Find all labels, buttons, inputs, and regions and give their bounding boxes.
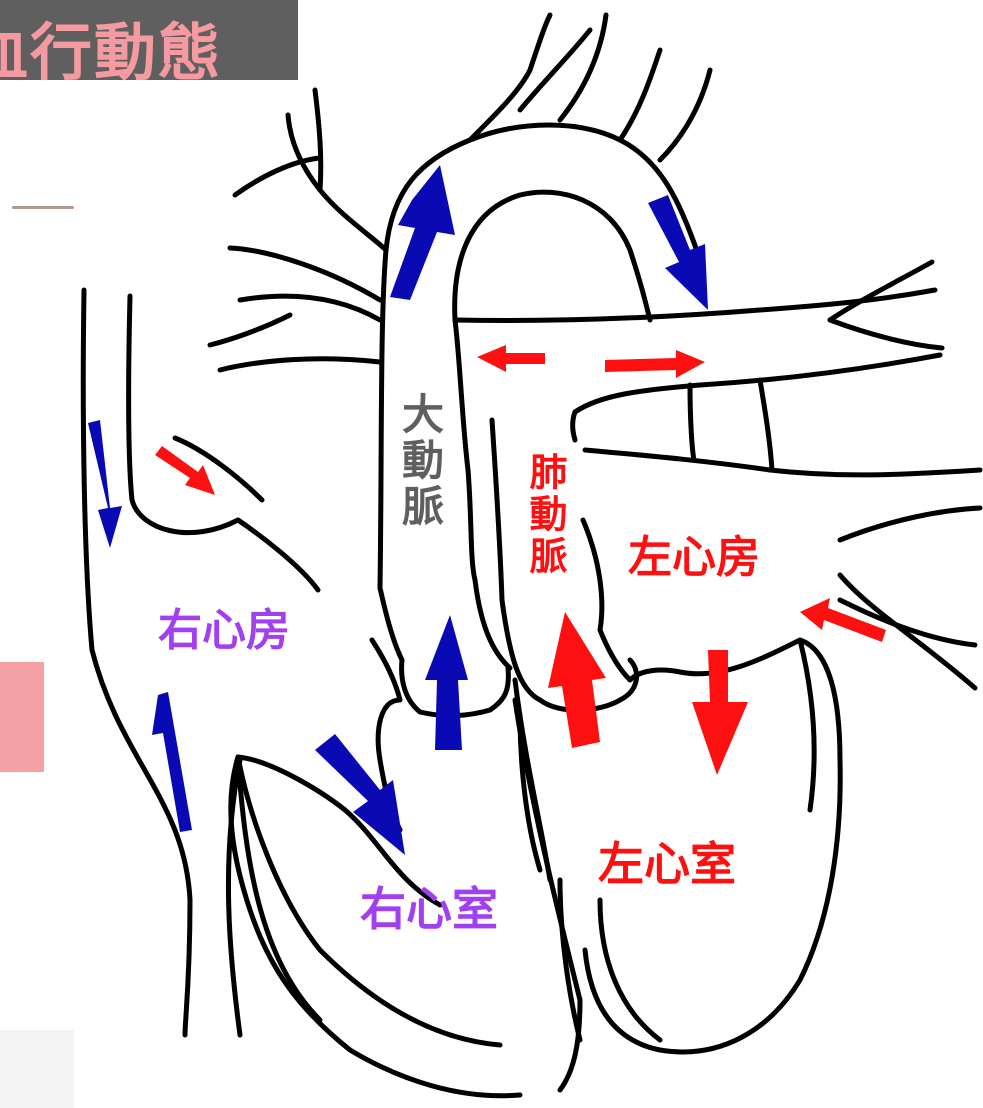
venous-arrow-aorta-up — [390, 165, 455, 300]
arterial-arrow-left — [477, 345, 545, 372]
venous-arrow-arch-down — [648, 195, 708, 310]
label-right-ventricle: 右心室 — [360, 882, 498, 936]
arterial-arrow-lv-outflow — [548, 612, 606, 748]
label-right-atrium: 右心房 — [158, 605, 290, 656]
venous-arrow-rv-outflow — [425, 615, 468, 750]
arterial-arrow-right — [605, 350, 705, 378]
label-aorta: 大動脈 — [396, 392, 445, 530]
venous-arrow-svc-down — [88, 420, 122, 548]
label-left-ventricle: 左心室 — [598, 837, 736, 891]
venous-arrow-ra-to-rv — [315, 734, 405, 855]
venous-arrow-ivc-up — [152, 692, 192, 832]
label-left-atrium: 左心房 — [628, 532, 760, 583]
label-pulmonary-artery: 肺動脈 — [523, 452, 567, 578]
